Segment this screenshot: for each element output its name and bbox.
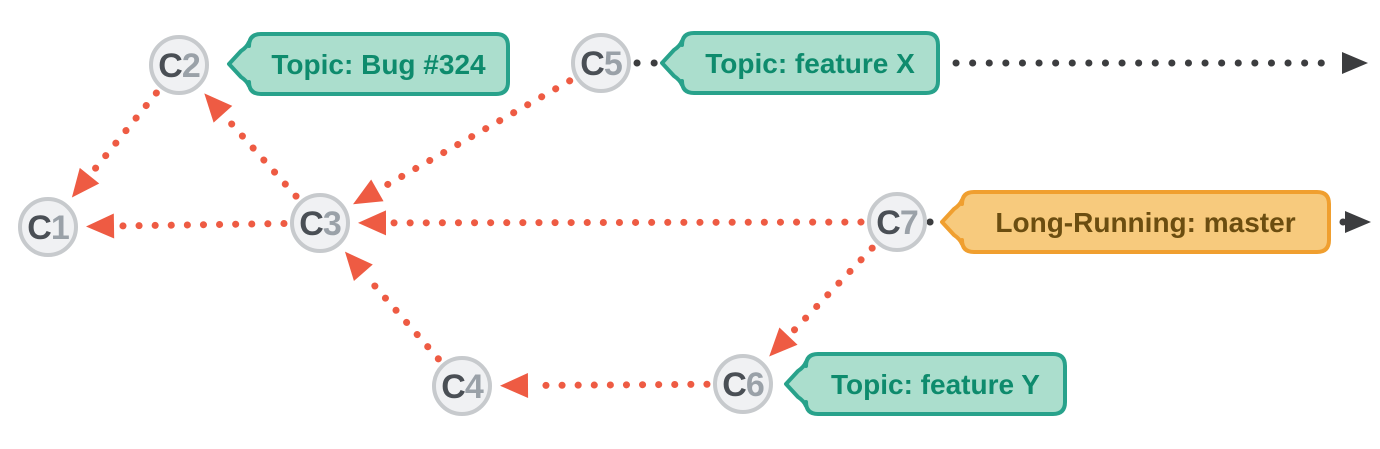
node-label: C1	[27, 209, 69, 247]
edge-c6-to-c4	[499, 373, 711, 399]
feature-x-timeline	[633, 52, 1368, 74]
node-label-digit: 1	[51, 209, 69, 247]
edge-c5-to-c3	[353, 77, 574, 205]
node-label-digit: 5	[604, 45, 622, 83]
labels-layer: Topic: Bug #324 Topic: feature X Long-Runn…	[227, 31, 1331, 416]
commit-node-c7: C7	[867, 192, 927, 252]
edge-c3-to-c2	[204, 93, 300, 200]
node-label: C2	[158, 47, 200, 85]
branch-label-topic-feature-x: Topic: feature X	[660, 31, 940, 95]
dotted-line	[224, 116, 300, 200]
node-label: C3	[299, 205, 341, 243]
edge-c4-to-c3	[344, 251, 442, 363]
arrowhead	[499, 373, 529, 399]
edge-c2-to-c1	[71, 89, 160, 198]
node-circle	[571, 33, 631, 93]
dotted-line	[365, 275, 442, 363]
dotted-line	[532, 380, 711, 389]
node-label-digit: 6	[746, 366, 764, 404]
commit-node-c2: C2	[149, 35, 209, 95]
dotted-line	[91, 89, 160, 173]
node-label-letter: C	[158, 47, 182, 85]
branch-lines-layer	[633, 52, 1371, 233]
branch-label-long-running-master: Long-Running: master	[940, 190, 1331, 254]
commit-node-c4: C4	[432, 356, 492, 416]
arrowhead	[71, 167, 100, 198]
branch-label-topic-bug-324: Topic: Bug #324	[227, 32, 510, 96]
node-label-digit: 4	[465, 368, 484, 406]
label-text: Topic: feature Y	[831, 369, 1040, 400]
label-bubble	[660, 31, 940, 95]
node-label-letter: C	[876, 204, 900, 242]
node-label: C7	[876, 204, 918, 242]
node-circle	[713, 354, 773, 414]
edge-c7-to-c6	[769, 244, 876, 357]
edge-c3-to-c1	[85, 213, 288, 239]
dotted-line	[790, 244, 876, 334]
arrowhead	[353, 179, 384, 205]
node-label-letter: C	[722, 366, 746, 404]
node-circle	[149, 35, 209, 95]
dotted-line	[118, 220, 288, 230]
commit-node-c1: C1	[18, 197, 78, 257]
node-label: C5	[580, 45, 622, 83]
node-label-letter: C	[299, 205, 323, 243]
label-text: Topic: feature X	[705, 48, 915, 79]
label-bubble	[227, 32, 510, 96]
commit-node-c6: C6	[713, 354, 773, 414]
dotted-line	[390, 218, 865, 227]
arrowhead	[1342, 52, 1368, 74]
node-circle	[432, 356, 492, 416]
node-circle	[867, 192, 927, 252]
dotted-line	[380, 77, 574, 190]
node-label: C4	[441, 368, 484, 406]
node-label-letter: C	[441, 368, 465, 406]
node-circle	[290, 193, 350, 253]
node-label-digit: 2	[182, 47, 200, 85]
node-circle	[18, 197, 78, 257]
arrowhead	[769, 327, 798, 357]
commit-node-c3: C3	[290, 193, 350, 253]
node-label-digit: 7	[900, 204, 918, 242]
arrowhead	[204, 93, 233, 123]
node-label-letter: C	[580, 45, 604, 83]
branch-label-topic-feature-y: Topic: feature Y	[784, 352, 1067, 416]
edges-layer	[71, 77, 876, 399]
node-label-letter: C	[27, 209, 51, 247]
label-bubble	[784, 352, 1067, 416]
commit-node-c5: C5	[571, 33, 631, 93]
arrowhead	[357, 210, 387, 236]
master-timeline	[926, 211, 1371, 233]
arrowhead	[85, 213, 115, 239]
edge-c7-to-c3	[357, 210, 865, 236]
label-bubble	[940, 190, 1331, 254]
arrowhead	[344, 251, 373, 281]
node-label-digit: 3	[323, 205, 341, 243]
node-label: C6	[722, 366, 764, 404]
arrowhead	[1345, 211, 1371, 233]
label-text: Long-Running: master	[995, 207, 1295, 238]
label-text: Topic: Bug #324	[271, 49, 486, 80]
